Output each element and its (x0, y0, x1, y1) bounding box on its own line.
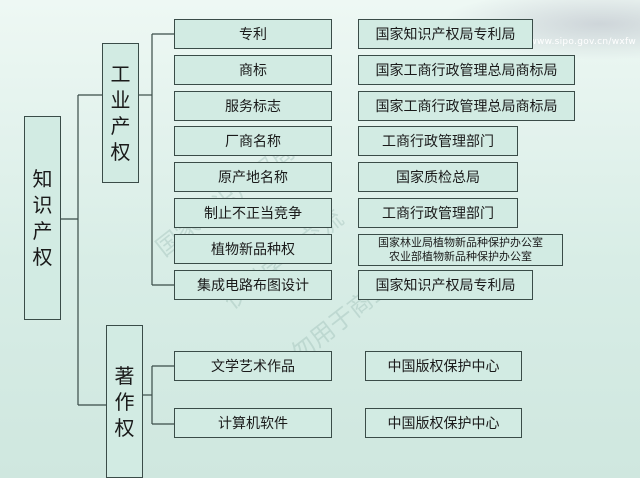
org-software: 中国版权保护中心 (365, 408, 522, 438)
category-patent: 专利 (174, 19, 332, 49)
category-literary-art: 文学艺术作品 (174, 351, 332, 381)
node-copyright: 著 作 权 (106, 325, 143, 478)
org-plant-variety: 国家林业局植物新品种保护办公室 农业部植物新品种保护办公室 (358, 234, 563, 266)
category-trademark: 商标 (174, 55, 332, 85)
org-trademark: 国家工商行政管理总局商标局 (358, 55, 575, 85)
copyright-char: 作 (114, 389, 135, 414)
copyright-char: 权 (114, 415, 135, 440)
industrial-char: 工 (110, 62, 131, 86)
category-unfair-competition: 制止不正当竞争 (174, 198, 332, 228)
root-char: 产 (32, 219, 53, 243)
org-patent: 国家知识产权局专利局 (358, 19, 533, 49)
org-trade-name: 工商行政管理部门 (358, 126, 518, 156)
category-origin-name: 原产地名称 (174, 162, 332, 192)
category-trade-name: 厂商名称 (174, 126, 332, 156)
org-plant-variety-line-2: 农业部植物新品种保护办公室 (389, 250, 532, 263)
category-service-mark: 服务标志 (174, 91, 332, 121)
industrial-char: 产 (110, 114, 131, 138)
industrial-char: 业 (110, 88, 131, 112)
org-unfair-competition: 工商行政管理部门 (358, 198, 518, 228)
industrial-char: 权 (110, 140, 131, 164)
org-service-mark: 国家工商行政管理总局商标局 (358, 91, 575, 121)
category-software: 计算机软件 (174, 408, 332, 438)
category-plant-variety: 植物新品种权 (174, 234, 332, 264)
org-ic-layout: 国家知识产权局专利局 (358, 270, 533, 300)
node-industrial-property: 工 业 产 权 (102, 43, 139, 183)
org-literary-art: 中国版权保护中心 (365, 351, 522, 381)
root-node-intellectual-property: 知 识 产 权 (24, 116, 61, 320)
copyright-char: 著 (114, 363, 135, 388)
root-char: 识 (32, 193, 53, 217)
root-char: 权 (32, 245, 53, 269)
org-origin-name: 国家质检总局 (358, 162, 518, 192)
category-ic-layout: 集成电路布图设计 (174, 270, 332, 300)
org-plant-variety-line-1: 国家林业局植物新品种保护办公室 (378, 236, 543, 249)
root-char: 知 (32, 167, 53, 191)
site-url: www.sipo.gov.cn/wxfw (529, 37, 636, 47)
